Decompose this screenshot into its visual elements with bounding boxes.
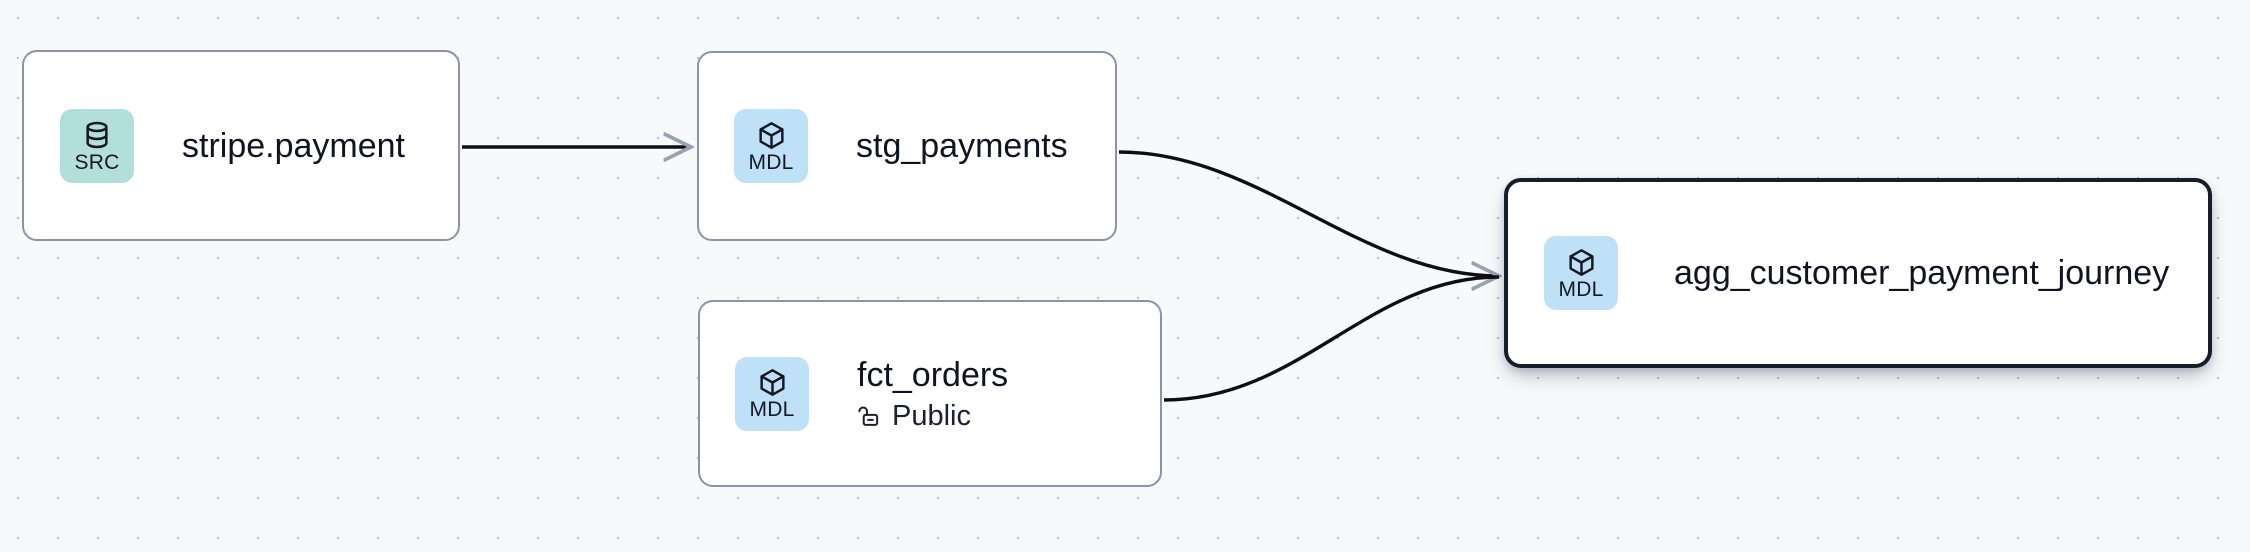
edge-stg-payments-to-agg-customer-payment-journey [1118, 150, 1499, 276]
cube-icon [759, 369, 785, 396]
node-title: stripe.payment [182, 126, 405, 165]
node-kind-label: MDL [748, 150, 794, 174]
node-title: fct_orders [857, 355, 1009, 394]
node-body: stg_payments [856, 126, 1068, 166]
node-kind-label: SRC [74, 150, 120, 174]
cube-icon [1568, 248, 1594, 276]
database-icon [86, 121, 108, 148]
unlock-icon [858, 405, 879, 426]
node-body: fct_orders Public [857, 355, 1008, 433]
node-fct-orders[interactable]: MDL fct_orders Public [698, 300, 1162, 487]
node-visibility: Public [857, 399, 1008, 433]
node-kind-label: MDL [749, 398, 795, 421]
node-title: stg_payments [856, 127, 1068, 165]
node-stripe-payment[interactable]: SRC stripe.payment [22, 50, 460, 241]
node-kind-badge-mdl: MDL [734, 109, 808, 183]
cube-icon [758, 121, 784, 149]
node-stg-payments[interactable]: MDL stg_payments [697, 51, 1117, 241]
node-body: stripe.payment [182, 126, 405, 166]
node-kind-badge-mdl: MDL [1544, 236, 1618, 310]
edge-fct-orders-to-agg-customer-payment-journey [1163, 275, 1500, 402]
node-visibility-label: Public [892, 399, 971, 432]
node-agg-customer-payment-journey[interactable]: MDL agg_customer_payment_journey [1504, 178, 2212, 368]
node-body: agg_customer_payment_journey [1674, 253, 2169, 293]
node-title: agg_customer_payment_journey [1674, 254, 2170, 292]
node-kind-label: MDL [1558, 277, 1604, 301]
node-kind-badge-mdl: MDL [735, 356, 809, 431]
node-kind-badge-src: SRC [60, 108, 134, 183]
